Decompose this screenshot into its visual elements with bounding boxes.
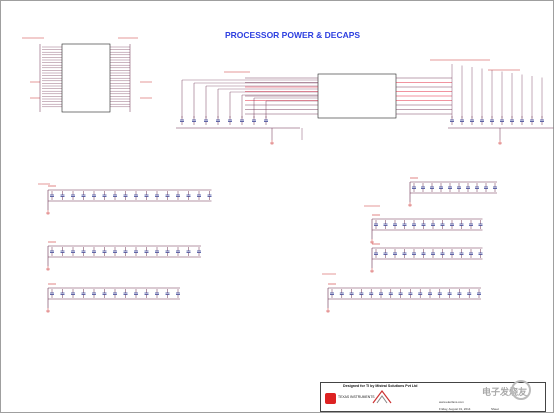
mistral-logo-icon [372,390,392,404]
company-name: TEXAS INSTRUMENTS [338,395,375,399]
processor-power-block [317,73,397,119]
watermark-url: www.elecfans.com [439,400,464,404]
title-block: Designed for TI by Mistral Solutions Pvt… [320,382,546,412]
date-cell: Friday, August 01, 2014 [439,407,471,411]
designed-by-label: Designed for TI by Mistral Solutions Pvt… [343,384,418,388]
processor-ball-block-left [61,43,111,113]
sheet-cell: Sheet [491,407,499,411]
elecfans-watermark-icon [511,380,531,400]
sheet-title: PROCESSOR POWER & DECAPS [225,30,361,40]
ti-logo-icon [325,393,336,404]
elecfans-watermark: 电子发烧友 [481,387,527,397]
